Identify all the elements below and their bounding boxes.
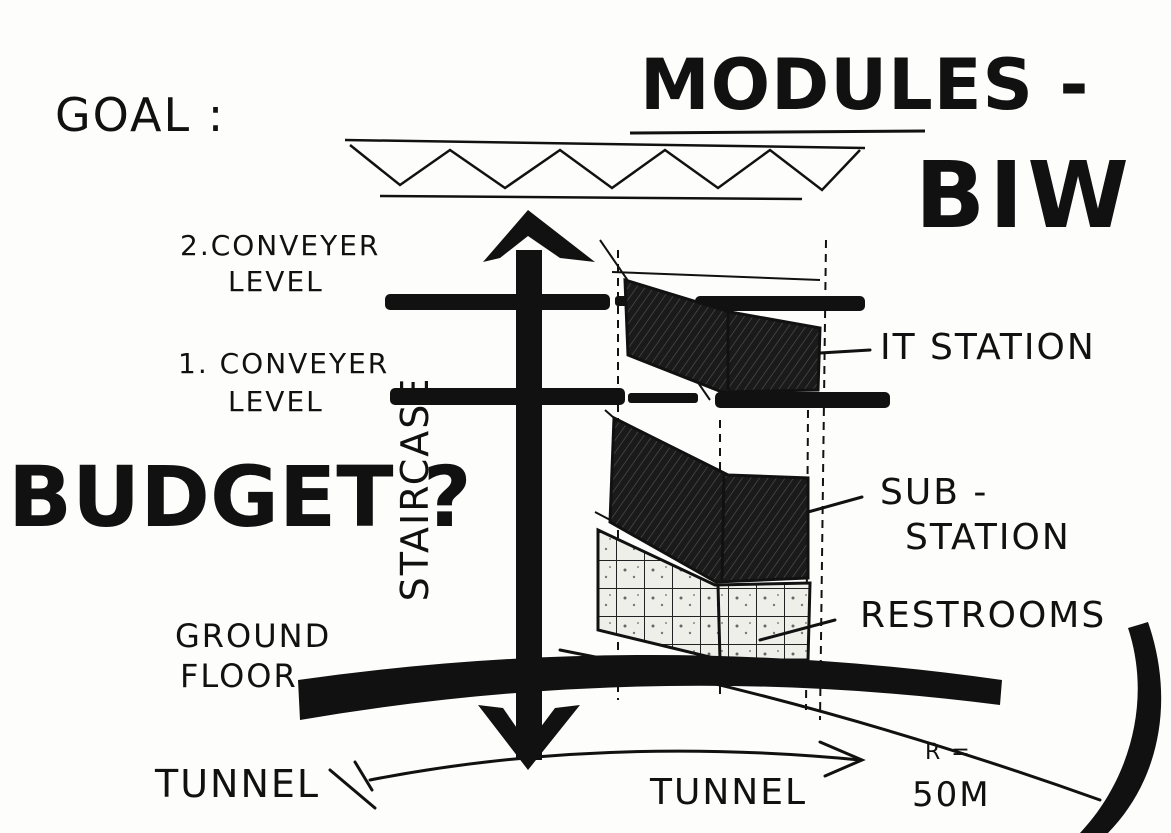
conveyor-level-2-label: 2.CONVEYER — [180, 229, 381, 262]
it-station-module — [623, 277, 822, 394]
conveyor-level-2-label-line2: LEVEL — [228, 265, 324, 298]
radius-value-label: 50M — [912, 775, 991, 815]
goal-label: GOAL : — [55, 88, 226, 142]
conveyor-level-1-label-line2: LEVEL — [228, 385, 324, 418]
title-biw: BIW — [915, 142, 1133, 249]
conveyor-level-1-floor — [390, 388, 890, 408]
sub-station-label-line2: STATION — [905, 517, 1071, 558]
restrooms-module — [596, 527, 812, 662]
conveyor-level-2-floor — [385, 294, 865, 311]
title-underline — [629, 129, 926, 135]
leader-lines — [758, 348, 872, 642]
sub-station-label: SUB - — [880, 472, 989, 513]
restrooms-label: RESTROOMS — [860, 595, 1107, 636]
ground-floor-label: GROUND — [175, 617, 332, 655]
ground-floor-label-line2: FLOOR — [180, 657, 298, 695]
tunnel-arc — [1080, 622, 1162, 833]
tunnel-left-label: TUNNEL — [155, 762, 321, 806]
title-modules: MODULES - — [640, 44, 1090, 126]
budget-label: BUDGET ? — [8, 448, 472, 546]
radius-label: r = — [925, 740, 972, 765]
conveyor-level-1-label: 1. CONVEYER — [178, 347, 390, 380]
it-station-label: IT STATION — [880, 327, 1096, 368]
ground-floor-slab — [298, 655, 1002, 720]
roof-truss — [344, 138, 866, 201]
tunnel-route — [328, 648, 1102, 810]
sub-station-module — [608, 415, 810, 584]
staircase-label: STAIRCASE — [393, 376, 437, 602]
tunnel-bottom-label: TUNNEL — [650, 772, 808, 813]
